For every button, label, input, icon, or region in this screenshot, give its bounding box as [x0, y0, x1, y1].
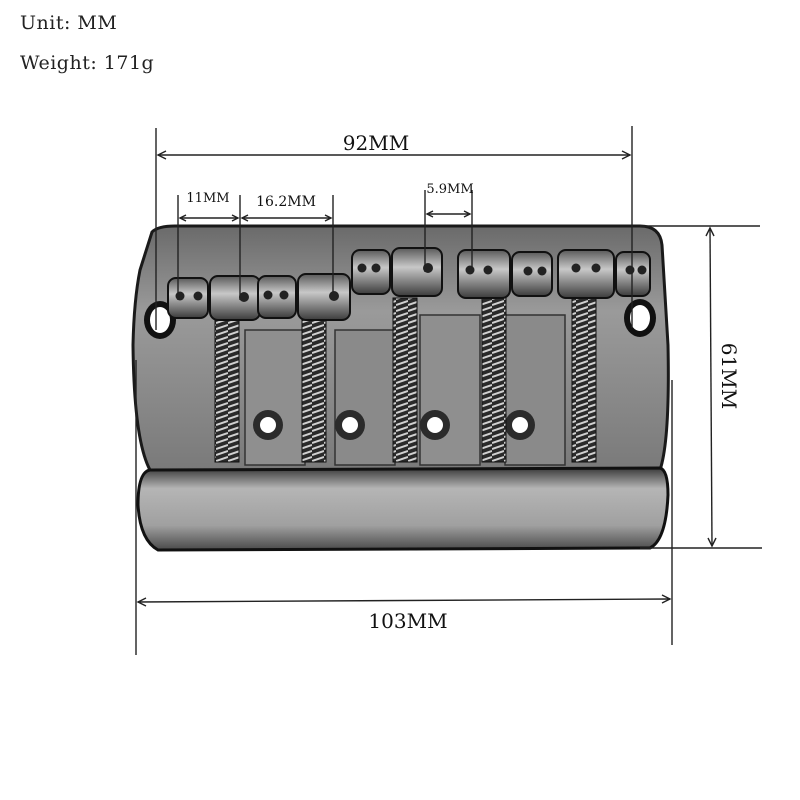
screw-hole-3 — [420, 410, 450, 440]
saddle-2 — [257, 273, 351, 321]
spring-2 — [301, 319, 327, 463]
weight-label: Weight: 171g — [20, 52, 155, 74]
screw-hole-1 — [253, 410, 283, 440]
dim-103mm-label: 103MM — [368, 609, 447, 633]
dim-92mm-label: 92MM — [343, 131, 409, 155]
screw-hole-2 — [335, 410, 365, 440]
saddle-1 — [167, 275, 261, 321]
spring-4 — [481, 297, 507, 463]
saddle-4 — [457, 249, 553, 299]
spring-1 — [214, 319, 240, 463]
saddle-5 — [557, 249, 651, 299]
mounting-hole-right — [624, 299, 656, 337]
dimension-lines — [135, 126, 762, 655]
dim-5-9mm-label: 5.9MM — [426, 182, 473, 197]
saddle-3 — [351, 247, 443, 297]
dim-16-2mm-label: 16.2MM — [256, 194, 316, 210]
spring-3 — [392, 297, 418, 463]
spring-5 — [571, 297, 597, 463]
bridge-lip — [136, 466, 670, 552]
dim-61mm-label: 61MM — [717, 343, 741, 409]
screw-hole-4 — [505, 410, 535, 440]
unit-label: Unit: MM — [20, 12, 118, 34]
dim-11mm-label: 11MM — [186, 191, 229, 206]
